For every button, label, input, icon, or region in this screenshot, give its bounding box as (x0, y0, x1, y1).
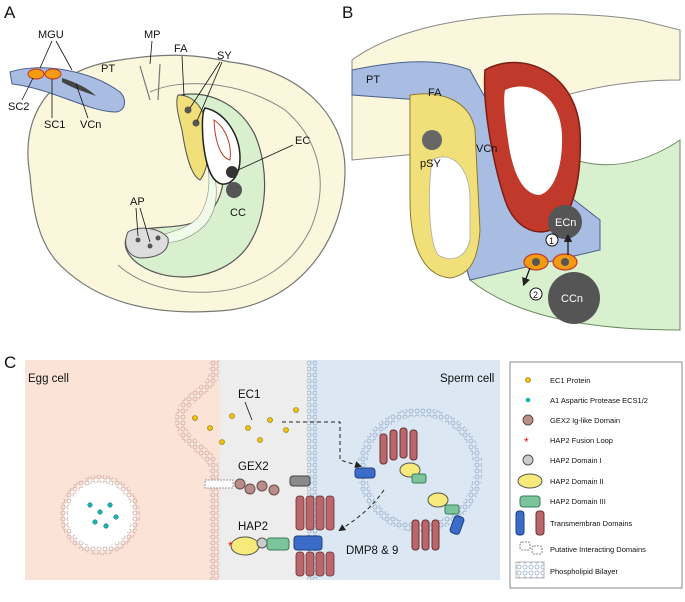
label-pt-b: PT (366, 74, 380, 86)
vegetative-nucleus (62, 78, 96, 96)
legend: EC1 Protein A1 Aspartic Protease ECS1/2 … (509, 361, 683, 589)
egg-vacuole (213, 119, 231, 161)
step-1-badge (545, 233, 559, 247)
egg-membrane (174, 360, 219, 580)
egg-nucleus (226, 166, 238, 178)
step-2-badge (529, 287, 543, 301)
legend-label: Transmembran Domains (550, 519, 632, 528)
label-fa-b: FA (428, 87, 442, 99)
label-ec: EC (295, 135, 310, 147)
egg-vacuole-b (504, 86, 563, 195)
dashed-domain-icon (519, 541, 543, 555)
label-pt: PT (101, 63, 115, 75)
gex2-label: GEX2 (238, 461, 269, 473)
label-sc2: SC2 (8, 101, 29, 113)
label-vcn: VCn (80, 119, 101, 131)
antipodal-nucleus (135, 237, 141, 243)
legend-label: Putative Interacting Domains (550, 545, 646, 554)
integument-layer (117, 83, 321, 293)
grey-circle-icon (522, 454, 534, 466)
dmp-label: DMP8 & 9 (346, 545, 398, 557)
hap2-label: HAP2 (238, 521, 268, 533)
antipodal-nucleus (147, 243, 153, 249)
sperm-cell-a (27, 68, 45, 80)
egg-nucleus-b (548, 205, 582, 239)
hap2-protein: * (228, 535, 323, 556)
micropyle (139, 63, 161, 101)
synergid-nucleus (192, 119, 200, 127)
egg-vesicle (60, 475, 140, 555)
green-rect-icon (519, 495, 541, 508)
psy-nucleus (422, 130, 442, 150)
legend-label: Phospholipid Bilayer (550, 567, 618, 576)
ecs-proteases (87, 502, 119, 529)
legend-label: HAP2 Domain I (550, 456, 602, 465)
panel-c: C Egg cell Sperm cell EC1 GEX2 HAP2 DMP8… (4, 353, 683, 589)
gex2-protein (204, 475, 311, 496)
legend-label: HAP2 Domain III (550, 497, 606, 506)
yellow-ellipse-icon (517, 473, 543, 489)
ovule-body (27, 54, 346, 313)
panel-b: B 1 2 PT FA pSY VCn ECn CCn (342, 3, 681, 331)
step-1-label: 1 (549, 236, 554, 246)
teal-dot-icon (525, 397, 531, 403)
mauve-circle-icon (522, 414, 534, 426)
sperm-cell-a (44, 68, 62, 80)
label-cc: CC (230, 207, 246, 219)
panel-a: A MGU MP PT FA SY (4, 3, 346, 313)
label-fa: FA (174, 43, 188, 55)
legend-label: A1 Aspartic Protease ECS1/2 (550, 396, 648, 405)
label-vcn-b: VCn (476, 143, 497, 155)
vesicle-hap2 (354, 427, 465, 551)
antipodal-nucleus (155, 235, 161, 241)
sperm-cell-label: Sperm cell (440, 373, 494, 385)
label-ap: AP (130, 196, 145, 208)
dmp-transmembrane (295, 495, 335, 577)
red-star-icon: * (524, 435, 529, 449)
step-2-label: 2 (533, 290, 538, 300)
ec1-proteins (192, 407, 299, 445)
central-cell-nucleus (226, 182, 242, 198)
label-ecn: ECn (555, 217, 576, 229)
egg-cell-label: Egg cell (28, 373, 69, 385)
egg-cell-a (201, 107, 241, 185)
label-sc1: SC1 (44, 119, 65, 131)
central-nucleus-b (548, 272, 600, 324)
label-psy: pSY (420, 158, 441, 170)
legend-label: EC1 Protein (550, 376, 590, 385)
label-mp: MP (144, 29, 161, 41)
synergid-vacuole-b (429, 156, 471, 260)
bilayer-icon (515, 561, 545, 579)
ec1-label: EC1 (238, 389, 260, 401)
svg-text:*: * (228, 539, 233, 553)
legend-label: HAP2 Fusion Loop (550, 436, 613, 445)
synergid-nucleus (184, 106, 192, 114)
panel-a-label: A (4, 3, 16, 22)
legend-label: GEX2 Ig-like Domain (550, 416, 620, 425)
legend-label: HAP2 Domain II (550, 477, 604, 486)
panel-b-label: B (342, 3, 353, 22)
label-sy: SY (217, 50, 232, 62)
yellow-dot-icon (525, 377, 531, 383)
cylinder-icon (515, 510, 545, 536)
panel-c-label: C (4, 353, 16, 372)
trafficking-arrow (282, 421, 362, 468)
label-ccn: CCn (561, 293, 583, 305)
label-mgu: MGU (38, 29, 64, 41)
